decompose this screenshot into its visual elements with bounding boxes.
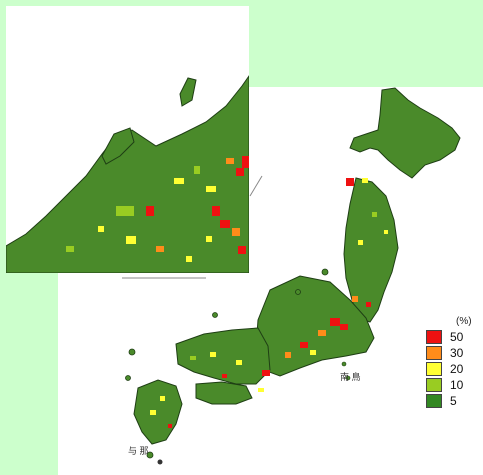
inset-leader-line [249,175,263,197]
island-dot [212,312,218,318]
hotspot-patch [310,350,316,355]
legend: (%) 50 30 20 10 5 [426,316,482,416]
island-dot [125,375,131,381]
hotspot-patch [330,318,340,326]
islands-south-label: 与 那 [128,446,149,456]
hotspot-patch [210,352,216,357]
hotspot-patch [222,374,227,378]
inset-island [179,77,197,107]
hotspot-patch [66,246,74,252]
hotspot-patch [168,424,172,428]
legend-row-20: 20 [426,362,482,376]
hokkaido-region [349,87,461,179]
legend-label: 10 [450,378,464,392]
hotspot-patch [352,296,358,302]
tohoku-region [343,177,399,323]
hotspot-patch [98,226,104,232]
island-dot [341,361,347,367]
legend-swatch [426,330,442,344]
hotspot-patch [236,168,244,176]
hotspot-patch [150,410,156,415]
hotspot-patch [384,230,388,234]
legend-swatch [426,394,442,408]
hotspot-patch [190,356,196,360]
legend-row-5: 5 [426,394,482,408]
hotspot-patch [238,246,246,254]
island-dot [321,268,329,276]
legend-row-50: 50 [426,330,482,344]
hotspot-patch [186,256,192,262]
shikoku-region [195,381,253,405]
inset-map [6,6,249,273]
hotspot-patch [232,228,240,236]
hotspot-patch [262,370,270,376]
hotspot-patch [156,246,164,252]
hotspots [150,178,388,428]
hotspot-patch [116,206,134,216]
legend-row-30: 30 [426,346,482,360]
hotspot-patch [318,330,326,336]
island-dot [157,459,163,465]
island-dot [128,348,136,356]
island-dot [295,289,301,295]
hotspot-patch [146,206,154,216]
hotspot-patch [258,388,264,392]
inset-peninsula [101,127,135,165]
inset-hotspots [66,156,249,262]
hotspot-patch [194,166,200,174]
hotspot-patch [206,236,212,242]
hotspot-patch [358,240,363,245]
legend-swatch [426,362,442,376]
hotspot-patch [226,158,234,164]
legend-label: 50 [450,330,464,344]
hotspot-patch [372,212,377,217]
hotspot-patch [220,220,230,228]
chugoku-kansai-region [175,327,271,385]
legend-label: 30 [450,346,464,360]
legend-row-10: 10 [426,378,482,392]
hotspot-patch [236,360,242,365]
hotspot-patch [340,324,348,330]
hotspot-patch [366,302,371,307]
hotspot-patch [285,352,291,358]
legend-unit: (%) [456,316,472,327]
island-dot [345,375,351,381]
legend-swatch [426,378,442,392]
hotspot-patch [242,156,249,168]
hotspot-patch [212,206,220,216]
hotspot-patch [300,342,308,348]
hotspot-patch [206,186,216,192]
legend-swatch [426,346,442,360]
hotspot-patch [160,396,165,401]
hotspot-patch [346,178,354,186]
hotspot-patch [362,178,368,183]
kyushu-region [133,379,183,445]
island-dot [146,451,154,459]
legend-label: 5 [450,394,457,408]
inset-map-svg [6,75,249,273]
islands-east-label: 南 鳥 [340,372,361,382]
hotspot-patch [174,178,184,184]
legend-label: 20 [450,362,464,376]
hotspot-patch [126,236,136,244]
inset-land [6,75,249,273]
